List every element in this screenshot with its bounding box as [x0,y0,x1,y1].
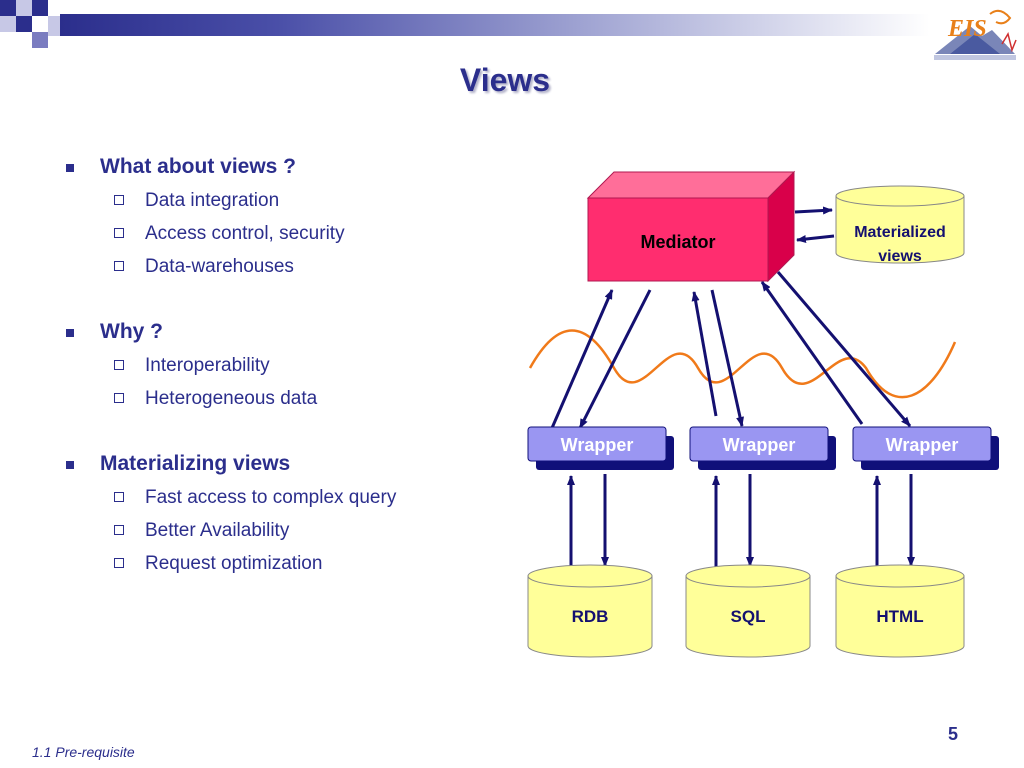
sub-bullet-item: Heterogeneous data [62,382,492,415]
corner-square [16,32,32,48]
wrapper-box: Wrapper [852,426,999,470]
hollow-square-icon [114,525,124,535]
sub-bullet-label: Data-warehouses [145,256,294,277]
sub-bullet-item: Fast access to complex query [62,481,492,514]
sub-bullet-item: Request optimization [62,547,492,580]
hollow-square-icon [114,492,124,502]
mediator-box: Mediator [586,170,796,283]
arrow [691,291,718,417]
materialized-views-cylinder: Materialized views [835,185,965,265]
wrapper-label: Wrapper [561,435,634,455]
svg-text:EIS: EIS [947,16,987,42]
sub-bullet-label: Heterogeneous data [145,388,318,409]
source-label: RDB [572,607,609,626]
hollow-square-icon [114,558,124,568]
corner-square [0,0,16,16]
arrow [796,234,835,244]
sub-bullet-item: Interoperability [62,349,492,382]
bullet-item: Materializing views [62,447,492,481]
wrapper-label: Wrapper [723,435,796,455]
arrow [550,289,614,429]
lab-logo: EIS [934,9,1017,60]
slide-title: Views [459,62,551,98]
bullet-item: Why ? [62,315,492,349]
arrow [776,271,912,427]
arrow [760,281,864,425]
materialized-label-line2: views [878,248,922,265]
wrapper-label: Wrapper [886,435,959,455]
sub-bullet-label: Better Availability [145,520,290,541]
footer-section-label: 1.1 Pre-requisite [32,744,135,760]
square-bullet-icon [66,461,74,469]
sub-bullet-label: Data integration [145,190,280,211]
wrapper-box: Wrapper [527,426,674,470]
sub-bullet-item: Data-warehouses [62,250,492,283]
sub-bullet-label: Request optimization [145,553,323,574]
sub-bullet-item: Access control, security [62,217,492,250]
sub-bullet-label: Interoperability [145,355,270,376]
database-cylinder: SQL [685,564,811,658]
corner-square [32,0,48,16]
sub-bullet-item: Data integration [62,184,492,217]
hollow-square-icon [114,360,124,370]
corner-square [16,16,32,32]
arrow [794,206,833,215]
corner-square [48,16,60,36]
wrapper-box: Wrapper [689,426,836,470]
sub-bullet-label: Fast access to complex query [145,487,397,508]
materialized-label-line1: Materialized [854,224,946,241]
sub-bullet-label: Access control, security [145,223,345,244]
network-wave [528,329,957,399]
page-number: 5 [948,724,959,744]
mediator-label: Mediator [640,232,715,252]
arrow [578,289,652,429]
source-label: HTML [876,607,923,626]
bullet-label: What about views ? [100,155,297,178]
bullet-list: What about views ? Data integration Acce… [62,150,492,580]
square-bullet-icon [66,164,74,172]
sub-bullet-item: Better Availability [62,514,492,547]
header-gradient-bar [60,14,930,36]
square-bullet-icon [66,329,74,337]
database-cylinder: HTML [835,564,965,658]
corner-square [0,16,16,32]
corner-square [32,32,48,48]
bullet-item: What about views ? [62,150,492,184]
bullet-label: Materializing views [100,452,291,475]
arrow [710,289,744,427]
bullet-label: Why ? [100,320,163,343]
hollow-square-icon [114,195,124,205]
source-label: SQL [731,607,766,626]
corner-square [16,0,32,16]
hollow-square-icon [114,228,124,238]
hollow-square-icon [114,393,124,403]
database-cylinder: RDB [527,564,653,658]
hollow-square-icon [114,261,124,271]
